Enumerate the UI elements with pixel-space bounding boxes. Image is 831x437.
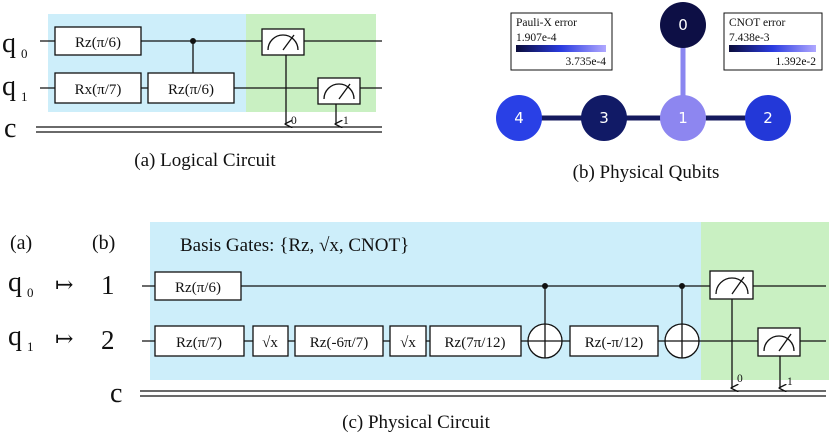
logical-q1-sub: 1	[21, 89, 28, 104]
map-q1-arrow: ↦	[55, 326, 73, 351]
phys-gate-b2-label: √x	[262, 335, 278, 351]
cnot-error-legend: CNOT error 7.438e-3 1.392e-2	[723, 12, 823, 71]
physical-c-label: c	[110, 378, 122, 409]
qubit-node-4-label: 4	[514, 109, 524, 127]
physical-measure-0-bit: 0	[737, 373, 743, 385]
logical-measure-q0	[261, 28, 305, 56]
physical-measure-q0	[709, 270, 754, 300]
map-q1-sub: 1	[27, 339, 34, 354]
logical-gate-rx-q1	[54, 72, 142, 104]
logical-gate-rz-q0-label: Rz(π/6)	[75, 35, 121, 51]
cnot-legend-max: 1.392e-2	[775, 56, 816, 68]
qubit-node-2	[745, 95, 791, 141]
qubit-node-4	[496, 95, 542, 141]
phys-gate-b1	[154, 325, 245, 357]
column-header-physical: (b)	[92, 232, 115, 254]
physical-measure-q1	[757, 327, 801, 357]
qubit-node-0-label: 0	[678, 16, 688, 34]
phys-gate-b2	[252, 325, 289, 357]
qubit-node-3-label: 3	[599, 109, 609, 127]
logical-q0-sub: 0	[21, 46, 28, 61]
logical-control-dot	[190, 38, 196, 44]
cnot-legend-gradient	[729, 45, 816, 52]
logical-gate-rz-q1	[147, 72, 235, 104]
logical-q1-label: q	[2, 71, 16, 102]
map-q0-arrow: ↦	[55, 272, 73, 297]
phys-gate-b5-label: Rz(7π/12)	[445, 335, 506, 351]
logical-measure-1-bit: 1	[343, 115, 349, 127]
pauli-legend-title: Pauli-X error	[516, 17, 577, 29]
pauli-legend-gradient	[516, 45, 606, 52]
logical-gate-rx-q1-label: Rx(π/7)	[75, 82, 122, 98]
physical-qubits-caption: (b) Physical Qubits	[573, 162, 720, 183]
cnot-legend-min: 7.438e-3	[729, 32, 770, 44]
phys-gate-b4	[389, 325, 427, 357]
phys-gate-b3-label: Rz(-6π/7)	[310, 335, 368, 351]
column-header-logical: (a)	[10, 232, 32, 254]
logical-gate-rz-q0	[54, 26, 142, 56]
basis-gates-title: Basis Gates: {Rz, √x, CNOT}	[180, 235, 409, 256]
qubit-node-1-label: 1	[678, 109, 688, 127]
phys-gate-b4-label: √x	[400, 335, 416, 351]
qubit-node-2-label: 2	[763, 109, 773, 127]
phys-gate-b6	[569, 325, 659, 357]
cnot-gate-1	[527, 283, 563, 359]
logical-q0-label: q	[2, 28, 16, 59]
phys-gate-b3	[294, 325, 384, 357]
physical-caption: (c) Physical Circuit	[342, 412, 490, 433]
pauli-legend-max: 3.735e-4	[565, 56, 606, 68]
phys-gate-b6-label: Rz(-π/12)	[585, 335, 643, 351]
physical-circuit: (a) (b) Basis Gates: {Rz, √x, CNOT} q 0 …	[8, 222, 829, 433]
phys-gate-rz-top	[154, 271, 242, 301]
physical-qubits: 0 1 2 3 4 Pauli-X error 1.907e-4 3.735e-…	[496, 2, 823, 183]
phys-gate-b1-label: Rz(π/7)	[176, 335, 222, 351]
cnot-legend-title: CNOT error	[729, 17, 785, 29]
map-q1-logical: q	[8, 321, 22, 352]
phys-gate-b5	[429, 325, 522, 357]
cnot-gate-2	[664, 283, 700, 359]
logical-gate-rz-q1-label: Rz(π/6)	[168, 82, 214, 98]
logical-circuit: q 0 q 1 c Rz(π/6) Rx(π/7) Rz(π/6) 0	[2, 14, 382, 171]
qubit-node-0	[660, 2, 706, 48]
qubit-node-1	[660, 95, 706, 141]
phys-gate-rz-top-label: Rz(π/6)	[175, 280, 221, 296]
map-q0-sub: 0	[27, 285, 34, 300]
logical-caption: (a) Logical Circuit	[134, 150, 276, 171]
map-q0-logical: q	[8, 267, 22, 298]
physical-measure-1-bit: 1	[787, 376, 793, 388]
logical-measure-0-bit: 0	[291, 115, 297, 127]
logical-measure-q1	[317, 77, 361, 105]
pauli-legend-min: 1.907e-4	[516, 32, 557, 44]
logical-c-label: c	[4, 113, 16, 144]
map-q0-physical: 1	[101, 270, 115, 300]
qubit-node-3	[581, 95, 627, 141]
map-q1-physical: 2	[101, 325, 115, 355]
pauli-error-legend: Pauli-X error 1.907e-4 3.735e-4	[510, 12, 613, 71]
